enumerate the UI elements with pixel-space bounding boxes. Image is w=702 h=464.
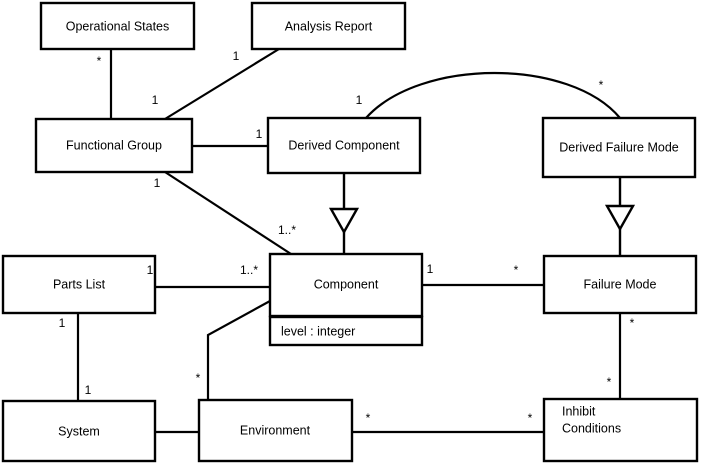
class-attributes-compartment-component [268,315,424,347]
class-box-derived-component-rect [266,116,422,175]
class-name-system: System [58,424,100,438]
class-box-environment[interactable]: Environment [197,398,354,463]
multiplicity-functional-group-component-one: 1 [154,176,161,190]
multiplicity-operational-states-star: * [97,54,102,68]
multiplicity-environment-component-star: * [196,371,201,385]
assoc-functional-group-component [164,171,292,255]
class-box-functional-group-rect [34,117,194,174]
class-box-failure-mode[interactable]: Failure Mode [542,254,698,315]
class-name-analysis-report: Analysis Report [285,19,373,33]
class-name-functional-group: Functional Group [66,138,162,152]
class-name-component: Component [314,277,379,291]
assoc-component-environment [206,300,271,400]
multiplicity-parts-list-system-one: 1 [59,316,66,330]
class-name-failure-mode: Failure Mode [584,277,657,291]
multiplicity-failure-mode-inhibit-star: * [630,316,635,330]
class-box-parts-list-rect [1,254,157,315]
class-box-functional-group[interactable]: Functional Group [34,117,194,174]
multiplicity-inhibit-failure-mode-star: * [607,375,612,389]
class-name-derived-component: Derived Component [288,138,400,152]
multiplicity-parts-list-component-one: 1 [147,263,154,277]
class-box-environment-rect [197,398,354,463]
multiplicity-derived-failure-mode-curve-star: * [599,78,604,92]
class-attribute-component-level: level : integer [281,324,355,338]
class-box-derived-component[interactable]: Derived Component [266,116,422,175]
class-box-operational-states[interactable]: Operational States [39,1,196,51]
class-box-component-rect [268,252,424,318]
multiplicity-failure-mode-component-star: * [514,263,519,277]
generalization-derived-component-to-component-arrowhead [328,207,360,235]
class-box-analysis-report-rect [250,1,407,51]
multiplicity-environment-inhibit-star: * [366,411,371,425]
multiplicity-component-parts-list-one-star: 1..* [240,263,258,277]
multiplicity-system-parts-list-one: 1 [85,383,92,397]
class-name-parts-list: Parts List [53,277,106,291]
multiplicity-analysis-report-one: 1 [233,49,240,63]
class-box-operational-states-rect [39,1,196,51]
multiplicity-derived-component-curve-one: 1 [356,93,363,107]
assoc-analysis-report-functional-group [164,48,280,120]
assoc-derived-component-derived-failure-mode [365,71,621,119]
class-box-derived-failure-mode-rect [541,116,697,179]
class-box-parts-list[interactable]: Parts List [1,254,157,315]
class-name-inhibit-conditions-line2: Conditions [562,421,621,435]
multiplicity-component-functional-group-one-star: 1..* [278,223,296,237]
multiplicity-inhibit-environment-star: * [528,411,533,425]
class-box-derived-failure-mode[interactable]: Derived Failure Mode [541,116,697,179]
class-box-component[interactable]: Component level : integer [268,252,424,347]
class-box-system-rect [1,399,157,463]
class-box-inhibit-conditions[interactable]: Inhibit Conditions [542,397,699,463]
class-name-environment: Environment [240,423,311,437]
class-name-operational-states: Operational States [66,19,170,33]
multiplicity-derived-component-functional-group-one: 1 [256,127,263,141]
generalization-derived-failure-mode-to-failure-mode-arrowhead [604,204,636,232]
multiplicity-component-failure-mode-one: 1 [427,262,434,276]
class-box-analysis-report[interactable]: Analysis Report [250,1,407,51]
class-box-failure-mode-rect [542,254,698,315]
class-name-inhibit-conditions-line1: Inhibit [562,404,596,418]
class-box-inhibit-conditions-rect [542,397,699,463]
class-name-derived-failure-mode: Derived Failure Mode [559,140,679,154]
multiplicity-functional-group-operational-states-one: 1 [152,93,159,107]
class-box-system[interactable]: System [1,399,157,463]
